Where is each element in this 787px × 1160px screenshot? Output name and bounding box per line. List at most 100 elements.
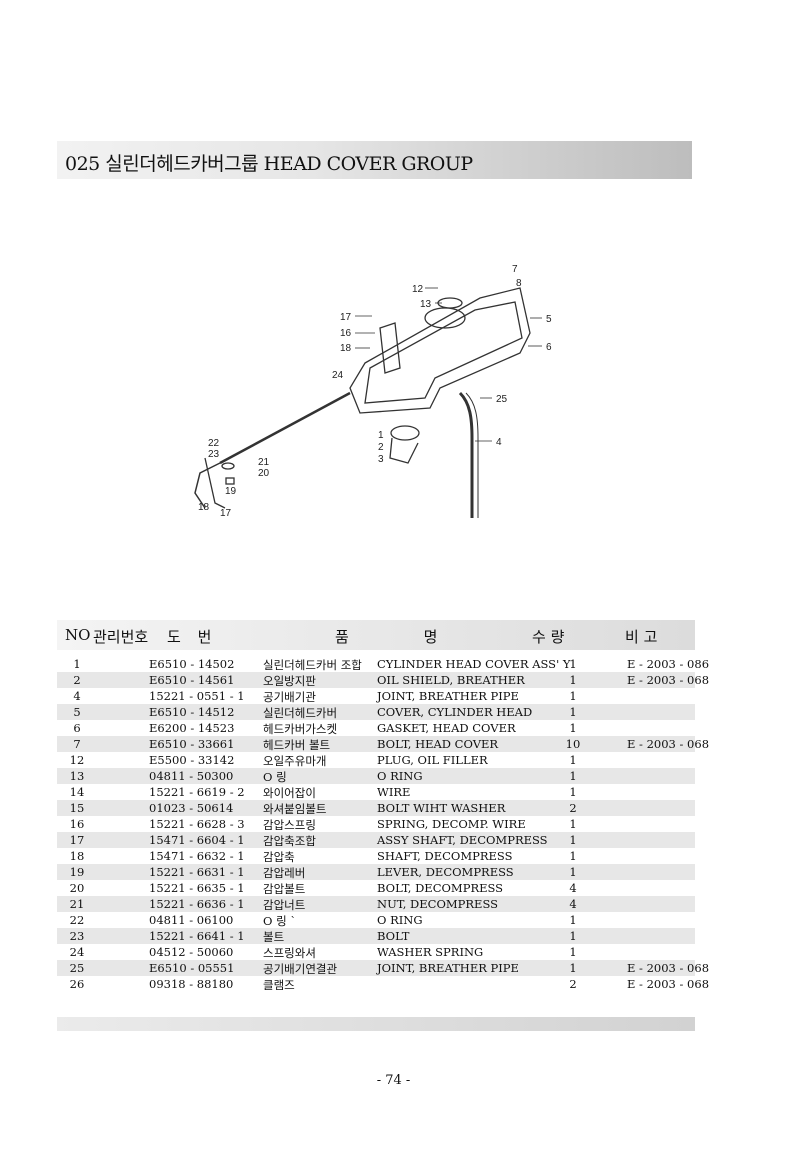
row-no: 18 (69, 849, 85, 863)
row-english-name: SPRING, DECOMP. WIRE (377, 817, 526, 831)
row-english-name: BOLT WIHT WASHER (377, 801, 506, 815)
callout-8: 8 (516, 278, 522, 289)
row-remarks: E - 2003 - 068 (627, 977, 710, 991)
callout-15: 17 (340, 312, 352, 323)
row-part-number: E6510 - 14512 (149, 705, 235, 719)
row-korean-name: 헤드카버 볼트 (263, 738, 331, 752)
row-remarks: E - 2003 - 068 (627, 673, 710, 687)
callout-25: 25 (496, 394, 508, 405)
row-remarks: E - 2003 - 086 (627, 657, 710, 671)
header-mgmt: 관리번호 (93, 628, 149, 646)
callout-7: 7 (512, 264, 518, 275)
callout-6: 6 (546, 342, 552, 353)
row-english-name: ASSY SHAFT, DECOMPRESS (377, 833, 548, 847)
row-part-number: 04811 - 06100 (149, 913, 234, 927)
row-quantity: 1 (569, 865, 577, 879)
footer-band (57, 1017, 695, 1031)
row-korean-name: 감압너트 (263, 898, 306, 912)
callout-21: 23 (208, 449, 220, 460)
row-quantity: 1 (569, 689, 577, 703)
row-quantity: 1 (569, 833, 577, 847)
row-english-name: BOLT, DECOMPRESS (377, 881, 504, 895)
row-no: 20 (69, 881, 85, 895)
page-number: - 74 - (376, 1073, 411, 1088)
header-remarks: 비 고 (625, 628, 658, 646)
row-english-name: SHAFT, DECOMPRESS (377, 849, 513, 863)
row-korean-name: 오일방지판 (263, 674, 316, 688)
row-quantity: 1 (569, 945, 577, 959)
row-no: 17 (69, 833, 85, 847)
row-korean-name: 오일주유마개 (263, 754, 327, 768)
row-no: 4 (73, 689, 81, 703)
row-no: 5 (73, 705, 81, 719)
row-no: 15 (69, 801, 85, 815)
row-no: 24 (69, 945, 85, 959)
row-part-number: 15221 - 6628 - 3 (149, 817, 245, 831)
row-part-number: 04512 - 50060 (149, 945, 234, 959)
row-part-number: 15221 - 6641 - 1 (149, 929, 245, 943)
callout-12: 12 (412, 284, 424, 295)
row-english-name: COVER, CYLINDER HEAD (377, 705, 533, 719)
row-korean-name: 감압스프링 (263, 818, 316, 832)
row-no: 7 (73, 737, 81, 751)
row-quantity: 1 (569, 673, 577, 687)
row-remarks: E - 2003 - 068 (627, 961, 710, 975)
row-english-name: PLUG, OIL FILLER (377, 753, 488, 767)
row-quantity: 1 (569, 657, 577, 671)
row-quantity: 1 (569, 769, 577, 783)
row-quantity: 1 (569, 929, 577, 943)
row-english-name: O RING (377, 913, 423, 927)
row-part-number: 15221 - 6635 - 1 (149, 881, 245, 895)
row-no: 14 (69, 785, 85, 799)
row-korean-name: 클램즈 (263, 978, 295, 992)
row-english-name: WIRE (377, 785, 411, 799)
row-korean-name: 감압축조합 (263, 834, 316, 848)
row-korean-name: 스프링와셔 (263, 946, 316, 960)
callout-22: 24 (332, 370, 344, 381)
row-english-name: JOINT, BREATHER PIPE (377, 689, 519, 703)
callout-18: 19 (225, 486, 237, 497)
row-no: 12 (69, 753, 85, 767)
row-part-number: E6510 - 33661 (149, 737, 235, 751)
row-korean-name: 볼트 (263, 930, 285, 944)
header-no: NO (65, 626, 91, 644)
row-part-number: 15471 - 6632 - 1 (149, 849, 245, 863)
row-quantity: 1 (569, 961, 577, 975)
row-no: 1 (73, 657, 81, 671)
callout-1: 1 (378, 430, 384, 441)
row-quantity: 1 (569, 785, 577, 799)
row-no: 21 (69, 897, 85, 911)
row-english-name: CYLINDER HEAD COVER ASS' Y (377, 657, 571, 671)
callout-20: 22 (208, 438, 220, 449)
row-part-number: 04811 - 50300 (149, 769, 234, 783)
callout-14: 16 (340, 328, 352, 339)
section-title: 025 실린더헤드카버그룹 HEAD COVER GROUP (65, 153, 473, 175)
row-quantity: 4 (569, 897, 577, 911)
row-no: 6 (73, 721, 81, 735)
row-korean-name: 와셔붙임볼트 (263, 802, 327, 816)
row-korean-name: 공기배기관 (263, 690, 316, 704)
row-korean-name: 감압레버 (263, 866, 306, 880)
row-remarks: E - 2003 - 068 (627, 737, 710, 751)
callout-leaders (355, 287, 542, 442)
row-no: 2 (73, 673, 81, 687)
row-english-name: JOINT, BREATHER PIPE (377, 961, 519, 975)
callout-5: 5 (546, 314, 552, 325)
row-no: 25 (69, 961, 85, 975)
